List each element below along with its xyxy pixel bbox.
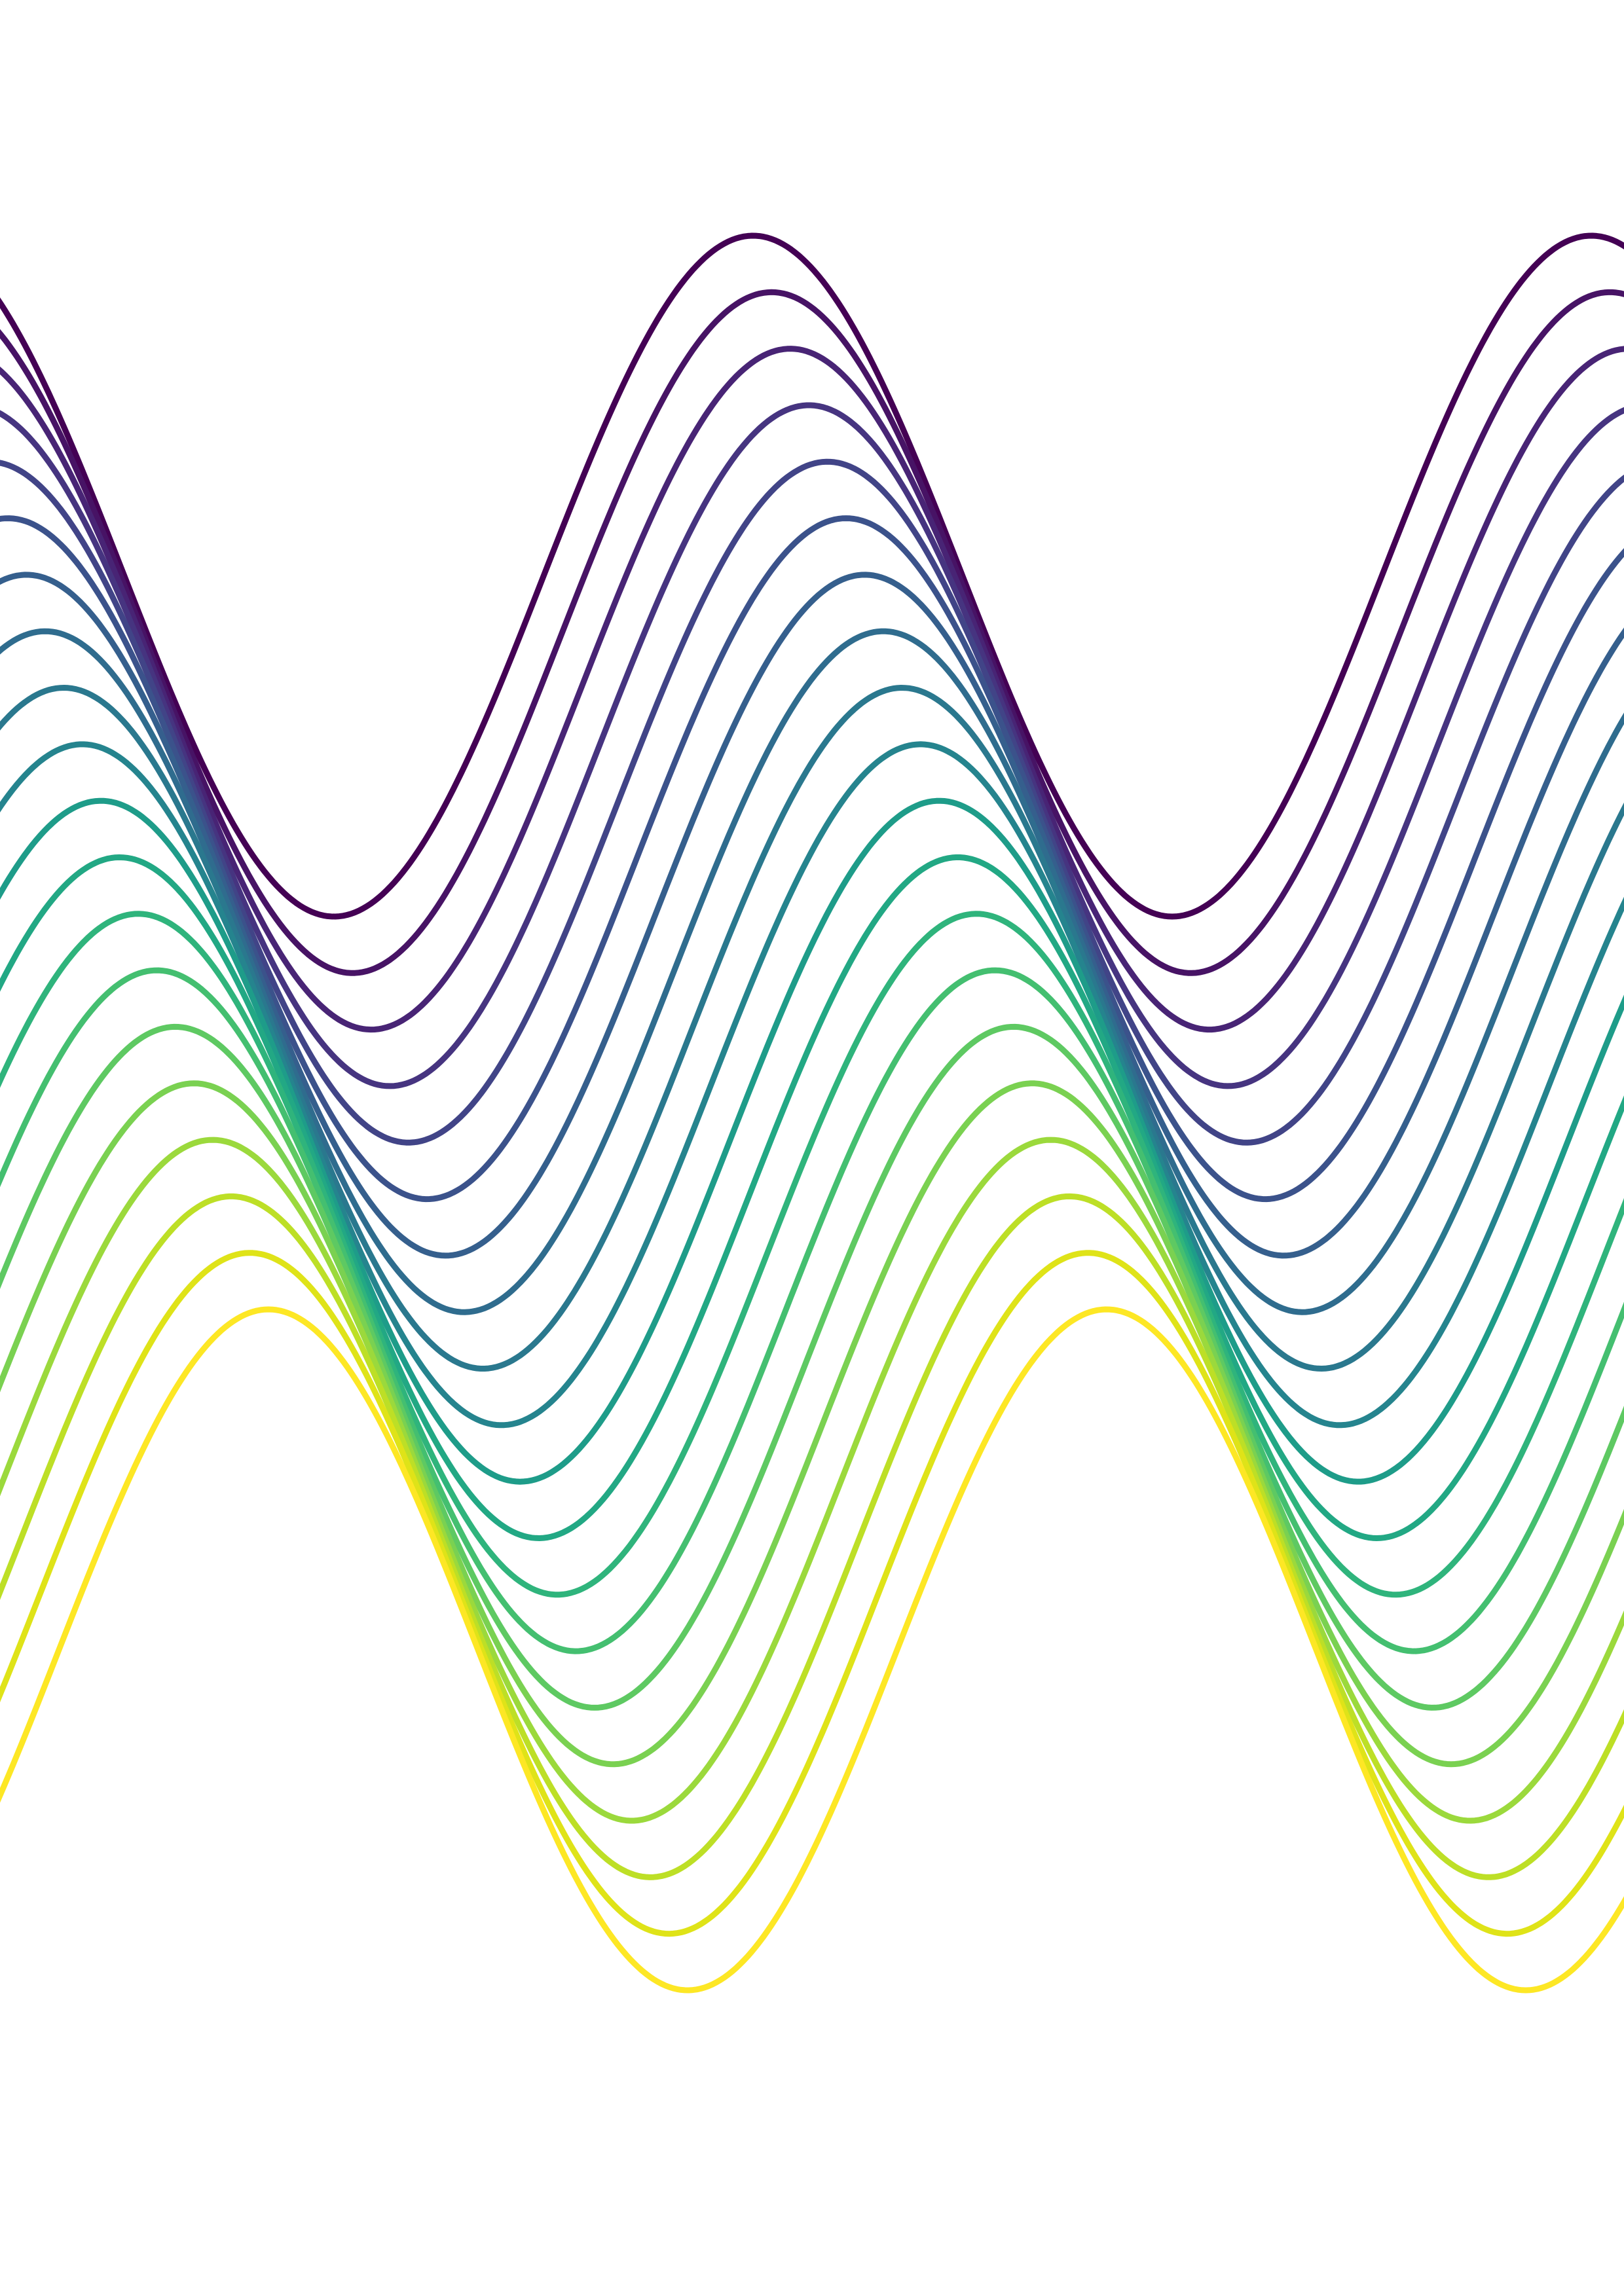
- wave-line-8: [0, 628, 1624, 1315]
- wave-line-14: [0, 967, 1624, 1654]
- wave-group: [0, 232, 1624, 1994]
- wave-line-1: [0, 232, 1624, 920]
- wave-line-12: [0, 854, 1624, 1541]
- wave-line-10: [0, 741, 1624, 1429]
- wave-line-19: [0, 1250, 1624, 1937]
- wave-line-2: [0, 289, 1624, 976]
- wave-line-7: [0, 572, 1624, 1259]
- wave-line-17: [0, 1137, 1624, 1824]
- wave-line-13: [0, 911, 1624, 1598]
- wave-line-4: [0, 402, 1624, 1089]
- wave-line-5: [0, 458, 1624, 1146]
- wave-line-16: [0, 1080, 1624, 1768]
- wave-line-20: [0, 1306, 1624, 1994]
- wave-line-15: [0, 1023, 1624, 1711]
- wave-line-9: [0, 685, 1624, 1372]
- wave-line-18: [0, 1193, 1624, 1880]
- wave-line-6: [0, 515, 1624, 1203]
- wave-line-3: [0, 346, 1624, 1033]
- wave-line-11: [0, 797, 1624, 1485]
